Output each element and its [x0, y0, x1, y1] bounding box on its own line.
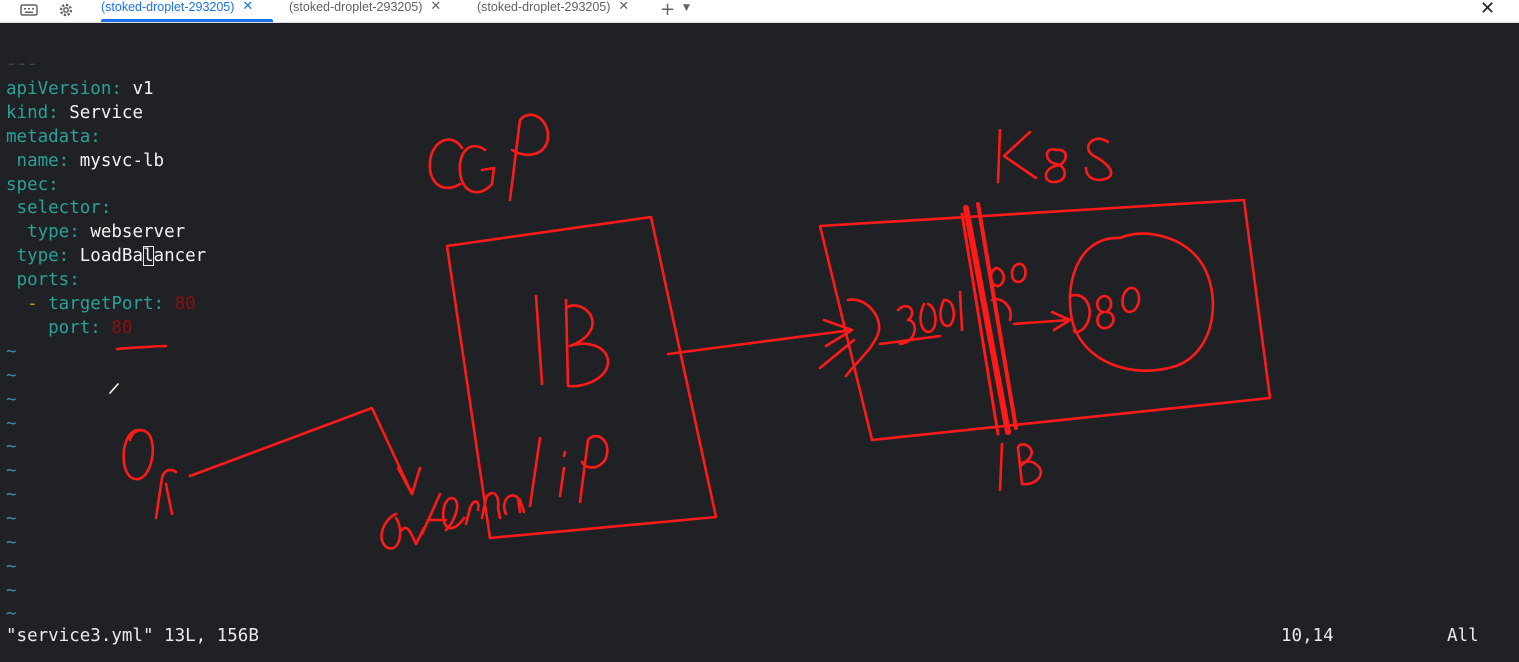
empty-line-marker: ~ [6, 366, 17, 386]
add-tab-button[interactable]: + [660, 0, 676, 20]
tab-label: (stoked-droplet-293205) [101, 0, 235, 14]
empty-line-marker: ~ [6, 390, 17, 410]
empty-line-marker: ~ [6, 342, 17, 362]
status-file-info: "service3.yml" 13L, 156B [6, 626, 259, 646]
yaml-line-ports: ports: [6, 270, 80, 290]
vim-editor[interactable]: --- apiVersion: v1 kind: Service metadat… [0, 22, 1519, 662]
empty-line-marker: ~ [6, 533, 17, 553]
empty-line-marker: ~ [6, 437, 17, 457]
status-scroll: All [1447, 626, 1479, 646]
status-cursor-position: 10,14 [1281, 626, 1334, 646]
tab-2[interactable]: (stoked-droplet-293205) ✕ [289, 0, 461, 22]
yaml-line-kind: kind: Service [6, 103, 143, 123]
empty-line-marker: ~ [6, 604, 17, 624]
yaml-line-type: type: LoadBalancer [6, 246, 207, 266]
tab-label: (stoked-droplet-293205) [289, 0, 423, 14]
yaml-line-apiversion: apiVersion: v1 [6, 79, 154, 99]
tab-3[interactable]: (stoked-droplet-293205) ✕ [477, 0, 649, 22]
close-tab-icon[interactable]: ✕ [618, 0, 630, 14]
tab-bar: (stoked-droplet-293205) ✕ (stoked-drople… [0, 0, 1519, 23]
yaml-line-selector-type: type: webserver [6, 222, 186, 242]
empty-line-marker: ~ [6, 485, 17, 505]
yaml-line-spec: spec: [6, 175, 59, 195]
yaml-separator: --- [6, 54, 38, 74]
empty-line-marker: ~ [6, 509, 17, 529]
text-cursor: l [142, 246, 154, 266]
tab-label: (stoked-droplet-293205) [477, 0, 611, 14]
chevron-down-icon[interactable]: ▼ [683, 3, 690, 13]
empty-line-marker: ~ [6, 581, 17, 601]
yaml-line-targetport: - targetPort: 80 [6, 294, 196, 314]
tab-1[interactable]: (stoked-droplet-293205) ✕ [101, 0, 273, 22]
yaml-line-port: port: 80 [6, 318, 133, 338]
empty-line-marker: ~ [6, 557, 17, 577]
keyboard-icon[interactable] [19, 1, 39, 19]
close-icon[interactable]: ✕ [1480, 0, 1496, 19]
close-tab-icon[interactable]: ✕ [430, 0, 442, 14]
yaml-line-selector: selector: [6, 198, 112, 218]
yaml-line-metadata: metadata: [6, 127, 101, 147]
yaml-line-name: name: mysvc-lb [6, 151, 165, 171]
empty-line-marker: ~ [6, 461, 17, 481]
close-tab-icon[interactable]: ✕ [242, 0, 254, 14]
gear-icon[interactable] [56, 1, 76, 19]
empty-line-marker: ~ [6, 414, 17, 434]
